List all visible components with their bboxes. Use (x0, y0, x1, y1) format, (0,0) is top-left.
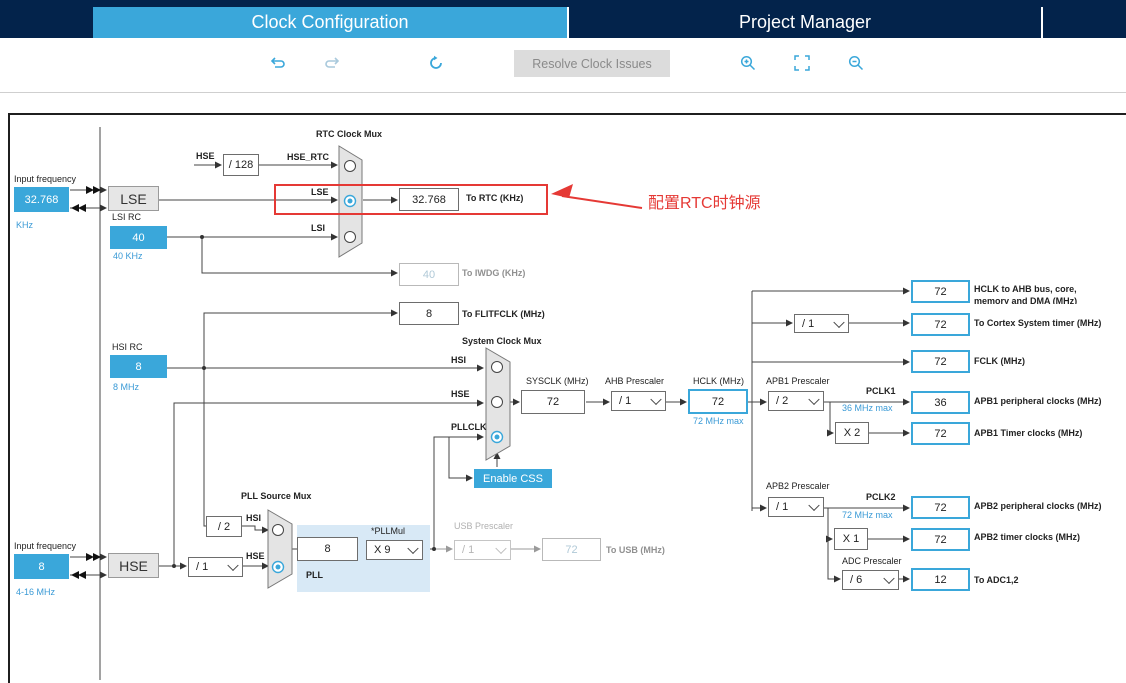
output-cortex-timer-value[interactable]: 72 (911, 313, 970, 336)
rtc-hse-label: HSE (196, 151, 215, 161)
lse-input-title: Input frequency (14, 174, 77, 184)
output-apb1-peripheral-label: APB1 peripheral clocks (MHz) (974, 396, 1102, 406)
tab-separator (567, 7, 569, 38)
hclk-title: HCLK (MHz) (693, 376, 744, 386)
apb1-title: APB1 Prescaler (766, 376, 830, 386)
pll-mul-select[interactable]: X 9 (366, 540, 423, 560)
output-apb1-peripheral-value[interactable]: 36 (911, 391, 970, 414)
output-adc-label: To ADC1,2 (974, 575, 1019, 585)
sysclk-title: SYSCLK (MHz) (526, 376, 589, 386)
hse-input-field[interactable]: 8 (14, 554, 69, 579)
rtc-hse-div128: / 128 (223, 154, 259, 176)
tab-project-manager[interactable]: Project Manager (569, 7, 1041, 38)
output-fclk-value[interactable]: 72 (911, 350, 970, 373)
fit-screen-icon[interactable] (792, 53, 812, 73)
flitf-label: To FLITFCLK (MHz) (462, 309, 545, 319)
apb2-timer-multiplier: X 1 (834, 528, 868, 550)
pll-hse-div-select[interactable]: / 1 (188, 557, 243, 577)
usb-title: USB Prescaler (454, 521, 514, 531)
apb2-title: APB2 Prescaler (766, 481, 830, 491)
tab-clock-configuration[interactable]: Clock Configuration (93, 7, 567, 38)
pll-label: PLL (306, 570, 323, 580)
pll-in-hsi: HSI (246, 513, 262, 523)
pll-mul-title: *PLLMul (371, 526, 406, 536)
output-apb1-timer-label: APB1 Timer clocks (MHz) (974, 428, 1083, 438)
hsi-unit: 8 MHz (113, 382, 140, 392)
lsi-title: LSI RC (112, 212, 142, 222)
rtc-annotation: 配置RTC时钟源 (648, 195, 761, 212)
usb-prescaler-select[interactable]: / 1 (454, 540, 511, 560)
rtc-output-label: To RTC (KHz) (466, 193, 524, 203)
lsi-unit: 40 KHz (113, 251, 143, 261)
pclk2-label: PCLK2 (866, 492, 896, 502)
usb-value: 72 (542, 538, 601, 561)
output-hclk-ahb-value[interactable]: 72 (911, 280, 970, 303)
undo-icon[interactable] (268, 53, 288, 73)
output-apb2-timer-value[interactable]: 72 (911, 528, 970, 551)
refresh-icon[interactable] (426, 53, 446, 73)
rtc-mux-title: RTC Clock Mux (316, 129, 383, 139)
sysclk-value: 72 (521, 390, 585, 414)
zoom-in-icon[interactable] (738, 53, 758, 73)
zoom-out-icon[interactable] (846, 53, 866, 73)
apb1-prescaler-select[interactable]: / 2 (768, 391, 824, 411)
sysmux-in-hsi: HSI (451, 355, 467, 365)
adc-prescaler-select[interactable]: / 6 (842, 570, 899, 590)
pll-hsi-div2: / 2 (206, 516, 242, 537)
pll-input-value: 8 (297, 537, 358, 561)
usb-label: To USB (MHz) (606, 545, 665, 555)
pll-in-hse: HSE (246, 551, 265, 561)
output-apb1-timer-value[interactable]: 72 (911, 422, 970, 445)
hclk-value-field[interactable]: 72 (688, 389, 748, 414)
pclk1-label: PCLK1 (866, 386, 896, 396)
output-apb2-timer-label: APB2 timer clocks (MHz) (974, 532, 1081, 542)
hclk-max: 72 MHz max (693, 416, 744, 426)
rtc-in-lse: LSE (311, 187, 329, 197)
output-hclk-ahb-label: HCLK to AHB bus, core, (974, 284, 1077, 294)
output-apb2-peripheral-label: APB2 peripheral clocks (MHz) (974, 501, 1102, 511)
rtc-in-hse-rtc: HSE_RTC (287, 152, 330, 162)
enable-css-button[interactable]: Enable CSS (474, 469, 552, 488)
apb2-max: 72 MHz max (842, 510, 893, 520)
iwdg-value: 40 (399, 263, 459, 286)
cortex-timer-divider-select[interactable]: / 1 (794, 314, 849, 333)
hsi-title: HSI RC (112, 342, 143, 352)
resolve-clock-issues-button[interactable]: Resolve Clock Issues (514, 50, 670, 77)
apb1-max: 36 MHz max (842, 403, 893, 413)
redo-icon[interactable] (322, 53, 342, 73)
hse-input-unit: 4-16 MHz (16, 587, 56, 597)
hsi-value: 8 (110, 355, 167, 378)
output-hclk-ahb-label-2: memory and DMA (MHz) (974, 296, 1078, 304)
clock-diagram-canvas (8, 113, 1126, 683)
tab-separator (1041, 7, 1043, 38)
flitf-value: 8 (399, 302, 459, 325)
sysmux-in-hse: HSE (451, 389, 470, 399)
lse-source-button[interactable]: LSE (108, 186, 159, 211)
hse-input-title: Input frequency (14, 541, 77, 551)
output-adc-value[interactable]: 12 (911, 568, 970, 591)
sysmux-in-pllclk: PLLCLK (451, 422, 487, 432)
pll-mux-title: PLL Source Mux (241, 491, 312, 501)
apb1-timer-multiplier: X 2 (835, 422, 869, 444)
sysmux-title: System Clock Mux (462, 336, 542, 346)
rtc-in-lsi: LSI (311, 223, 326, 233)
ahb-prescaler-select[interactable]: / 1 (611, 391, 666, 411)
adc-title: ADC Prescaler (842, 556, 902, 566)
lse-input-unit: KHz (16, 220, 34, 230)
apb2-prescaler-select[interactable]: / 1 (768, 497, 824, 517)
ahb-title: AHB Prescaler (605, 376, 665, 386)
output-apb2-peripheral-value[interactable]: 72 (911, 496, 970, 519)
lse-input-field[interactable]: 32.768 (14, 187, 69, 212)
hse-source-button[interactable]: HSE (108, 553, 159, 578)
output-fclk-label: FCLK (MHz) (974, 356, 1025, 366)
output-cortex-timer-label: To Cortex System timer (MHz) (974, 318, 1102, 328)
iwdg-label: To IWDG (KHz) (462, 268, 526, 278)
toolbar: Resolve Clock Issues (0, 38, 1126, 93)
rtc-output-value: 32.768 (399, 188, 459, 211)
lsi-value: 40 (110, 226, 167, 249)
